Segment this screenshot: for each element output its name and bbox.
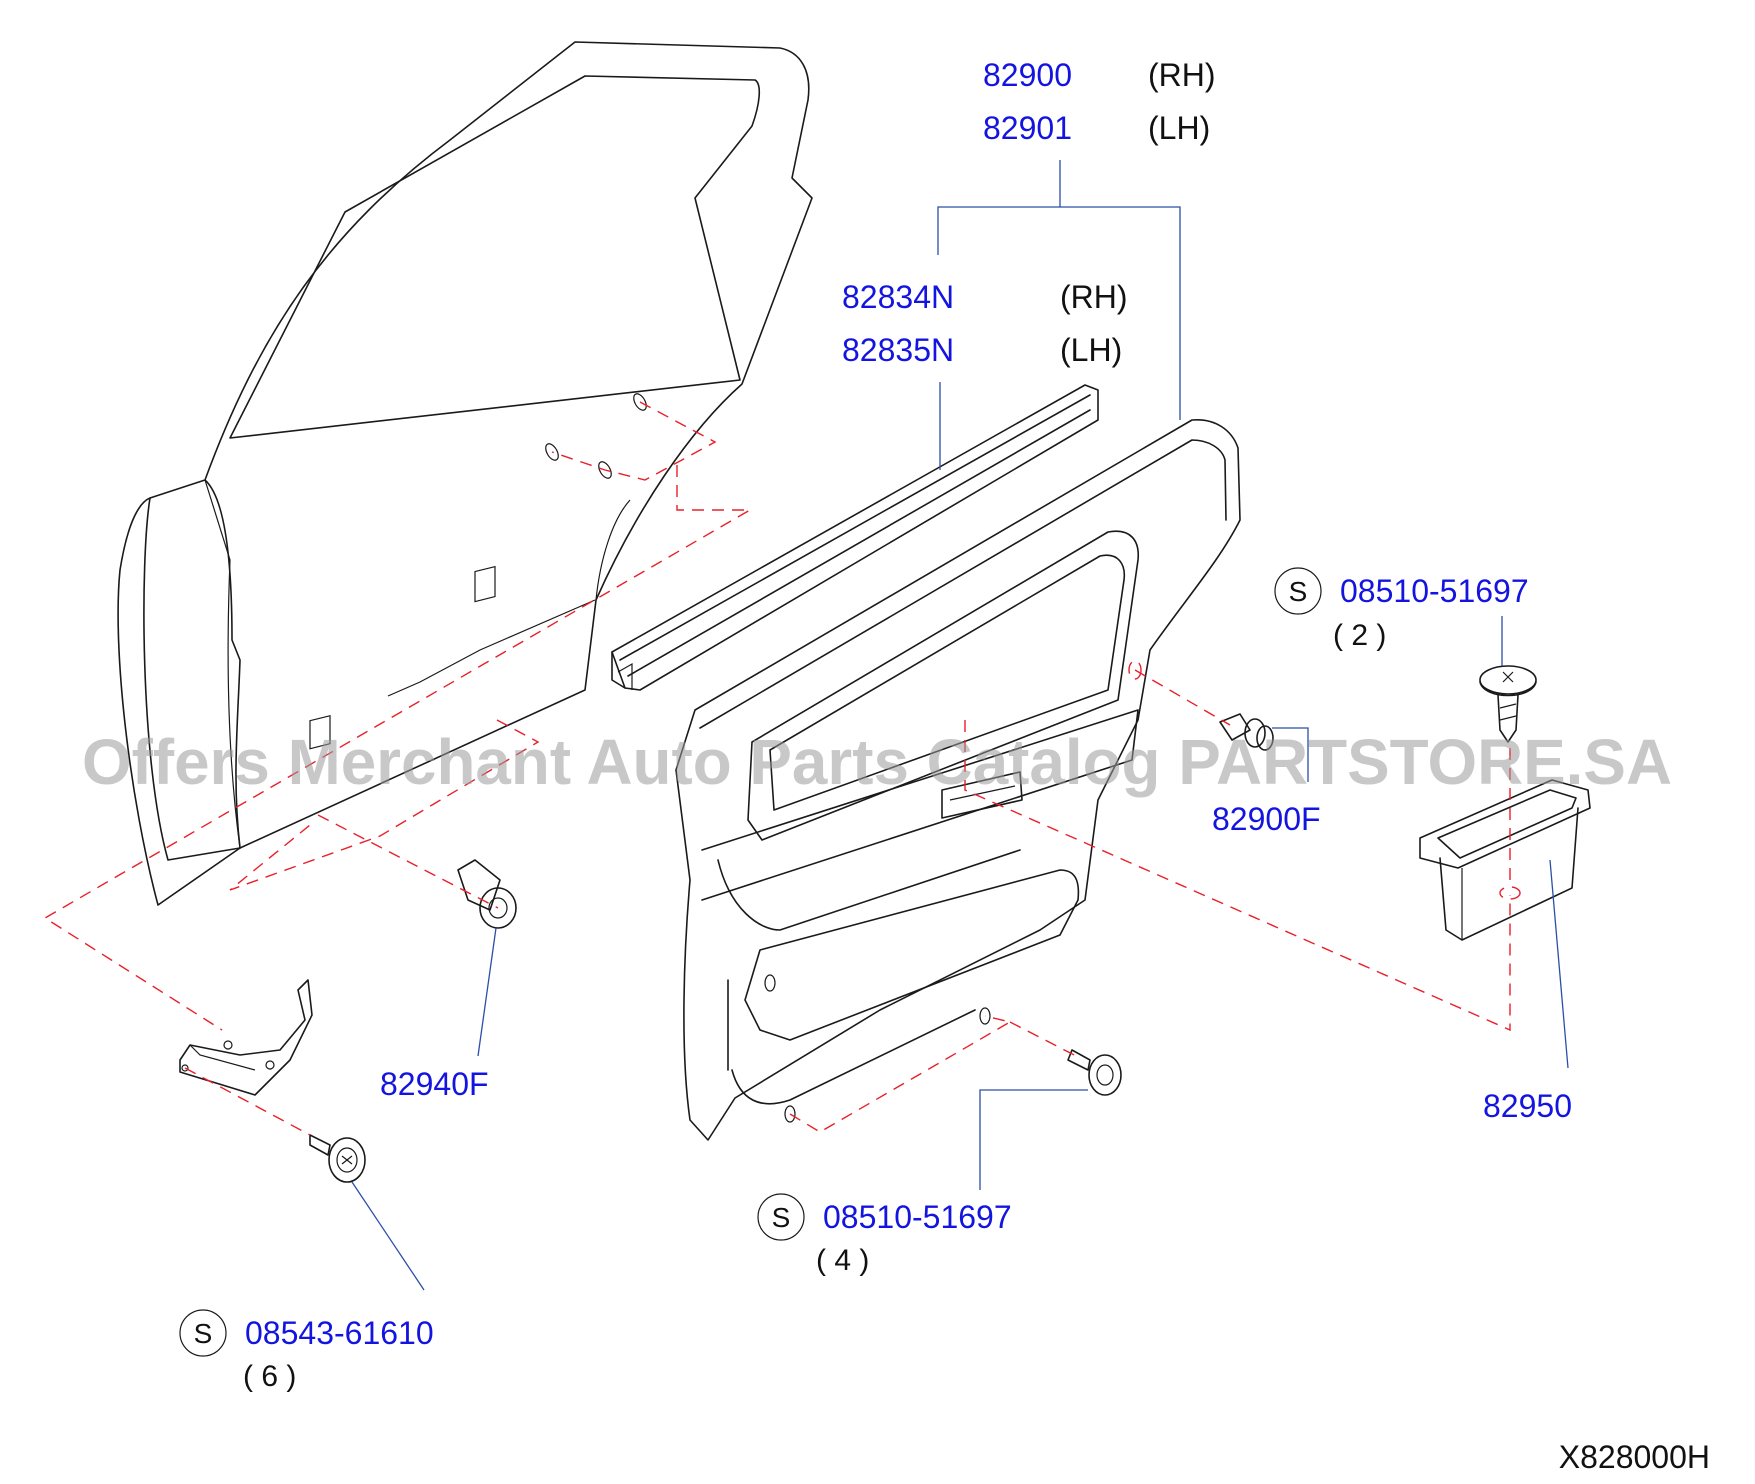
part-number-82900: 82900 xyxy=(983,57,1072,93)
assembly-phantom-lines xyxy=(43,401,1511,1136)
belt-weatherstrip xyxy=(611,384,1099,691)
side-rh: (RH) xyxy=(1060,279,1128,315)
diagram-code: X828000H xyxy=(1559,1439,1710,1475)
symbol-letter: S xyxy=(194,1318,213,1349)
grommet-82940f xyxy=(457,859,517,929)
door-trim-panel xyxy=(675,419,1241,1141)
screw-lower xyxy=(1067,1049,1122,1096)
callout-screw-lower: S 08510-51697 ( 4 ) xyxy=(757,1193,1012,1277)
watermark: Offers Merchant Auto Parts Catalog PARTS… xyxy=(82,726,1672,798)
part-number-08510-51697: 08510-51697 xyxy=(1340,573,1529,609)
callout-screw-pocket: S 08510-51697 ( 2 ) xyxy=(1274,567,1529,652)
part-number-82835n: 82835N xyxy=(842,332,954,368)
callout-82900: 82900 (RH) 82901 (LH) xyxy=(983,57,1216,146)
quantity: ( 2 ) xyxy=(1333,619,1386,652)
side-lh: (LH) xyxy=(1148,110,1210,146)
leader-lines xyxy=(351,160,1569,1291)
callout-82834n: 82834N (RH) 82835N (LH) xyxy=(842,279,1128,368)
screw-bracket xyxy=(309,1134,366,1183)
side-rh: (RH) xyxy=(1148,57,1216,93)
symbol-letter: S xyxy=(1289,576,1308,607)
part-number-08543-61610: 08543-61610 xyxy=(245,1315,434,1351)
quantity: ( 6 ) xyxy=(243,1360,296,1393)
standard-part-symbol xyxy=(757,1193,805,1241)
part-number-08510-51697: 08510-51697 xyxy=(823,1199,1012,1235)
part-number-82950: 82950 xyxy=(1483,1088,1572,1124)
symbol-letter: S xyxy=(772,1202,791,1233)
side-lh: (LH) xyxy=(1060,332,1122,368)
pocket-82950 xyxy=(1419,779,1591,941)
standard-part-symbol xyxy=(179,1309,227,1357)
quantity: ( 4 ) xyxy=(816,1244,869,1277)
door-inner-panel xyxy=(117,41,813,906)
part-number-82940f: 82940F xyxy=(380,1066,489,1102)
bracket xyxy=(179,979,313,1096)
part-number-82834n: 82834N xyxy=(842,279,954,315)
part-number-82901: 82901 xyxy=(983,110,1072,146)
clip-82900f xyxy=(1219,713,1274,751)
standard-part-symbol xyxy=(1274,567,1322,615)
screw-pocket xyxy=(1479,665,1537,743)
callout-screw-bracket: S 08543-61610 ( 6 ) xyxy=(179,1309,434,1393)
part-number-82900f: 82900F xyxy=(1212,801,1321,837)
